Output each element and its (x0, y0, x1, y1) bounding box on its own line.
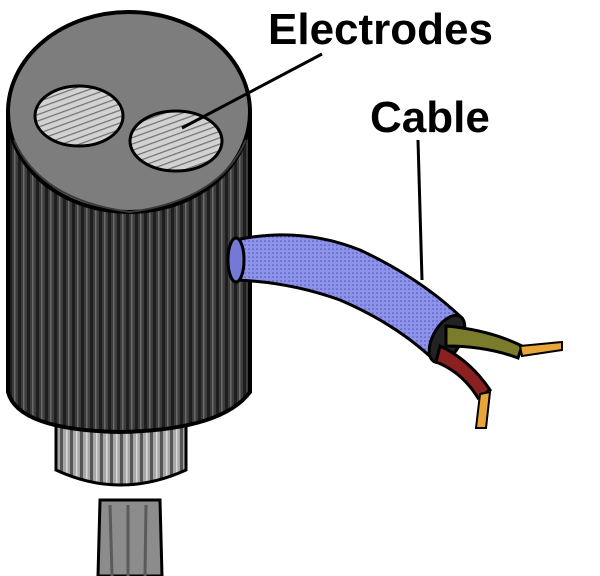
electrodes-label: Electrodes (268, 5, 493, 54)
cable-jacket (226, 233, 467, 365)
electrode-left (33, 84, 125, 148)
electrodes-leader-line (181, 52, 323, 130)
shaft (96, 498, 164, 576)
electrode-right (128, 109, 224, 173)
cable-leader-line (416, 139, 424, 281)
wire-red (434, 343, 493, 429)
cable-label: Cable (370, 93, 490, 142)
wire-green (444, 324, 563, 360)
